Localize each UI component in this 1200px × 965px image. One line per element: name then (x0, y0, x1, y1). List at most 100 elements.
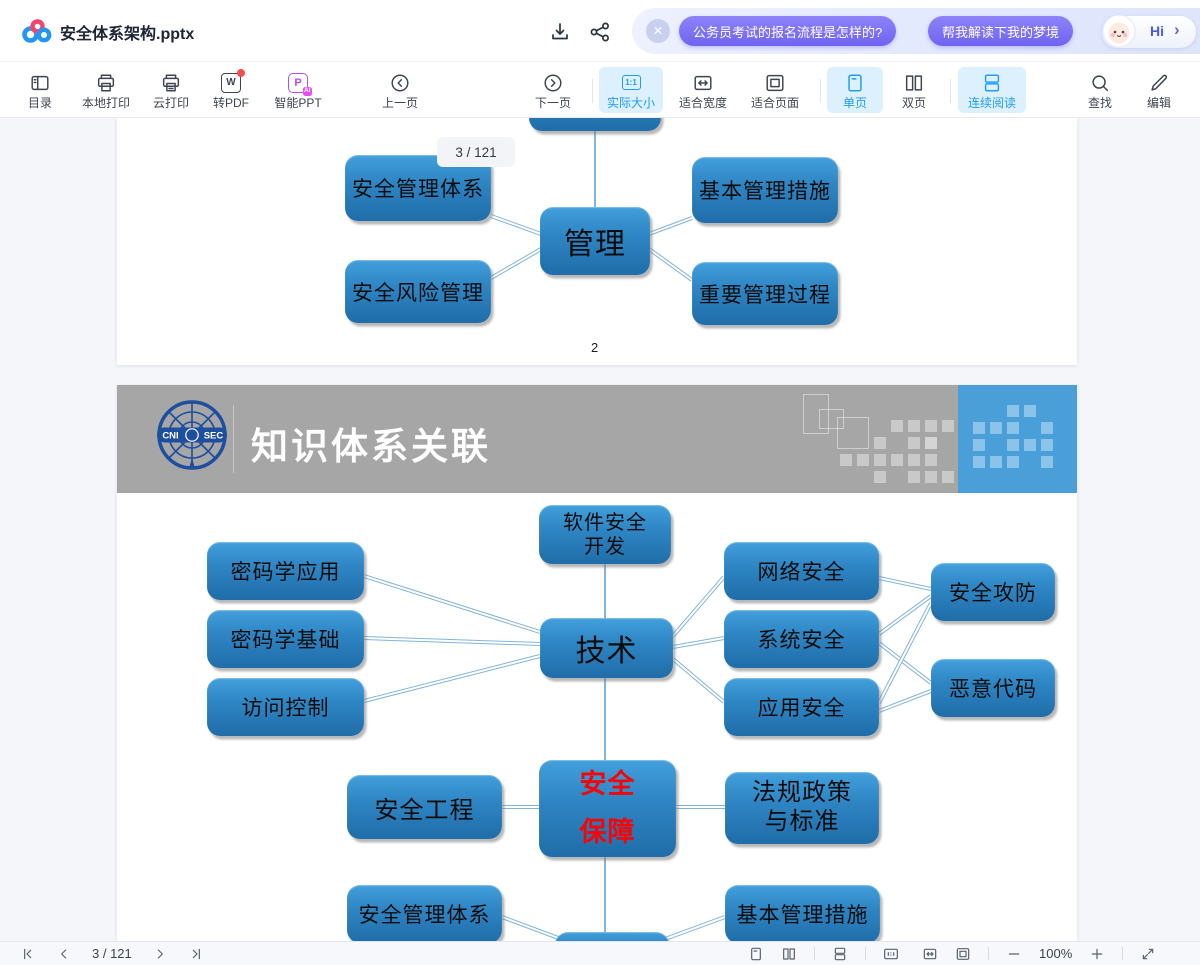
chevron-right-icon: › (1174, 20, 1180, 39)
local-print-button[interactable]: 本地打印 (74, 67, 138, 113)
statusbar: 3 / 121 (0, 941, 1200, 965)
slide-title: 知识体系关联 (251, 426, 491, 467)
node-cryptography-application: 密码学应用 (207, 542, 364, 600)
prev-circle-icon (389, 72, 411, 94)
fit-width-label: 适合宽度 (678, 95, 727, 110)
double-page-view-button[interactable] (781, 946, 797, 962)
banner-decor (819, 409, 844, 429)
fullscreen-button[interactable] (1140, 946, 1156, 962)
double-page-button[interactable]: 双页 (886, 67, 942, 113)
node-malicious-code: 恶意代码 (931, 659, 1055, 717)
next-page-label: 下一页 (534, 95, 571, 110)
find-button[interactable]: 查找 (1072, 67, 1128, 113)
statusbar-divider (865, 947, 866, 960)
double-page-label: 双页 (901, 95, 926, 110)
one-to-one-icon: 1:1 (621, 72, 641, 94)
smart-ppt-button[interactable]: P AI 智能PPT (265, 67, 331, 113)
notification-dot (237, 68, 245, 77)
ai-suggestion-pill-1[interactable]: 公务员考试的报名流程是怎样的? (679, 16, 897, 46)
smart-ppt-icon: P AI (288, 72, 312, 96)
statusbar-page-nav: 3 / 121 (20, 942, 204, 965)
fit-page-button[interactable]: 适合页面 (743, 67, 807, 113)
first-page-button[interactable] (20, 946, 36, 962)
fit-page-small-button[interactable] (955, 946, 971, 962)
p-badge: P (294, 76, 302, 89)
next-page-arrow-button[interactable] (152, 946, 168, 962)
word-doc-icon: W (221, 68, 245, 94)
node-partial-top (529, 118, 661, 131)
single-page-icon (844, 72, 866, 94)
edit-label: 编辑 (1146, 95, 1171, 110)
search-icon (1089, 72, 1111, 94)
zoom-out-button[interactable] (1006, 946, 1022, 962)
fit-width-small-button[interactable] (922, 946, 938, 962)
continuous-read-label: 连续阅读 (967, 95, 1016, 110)
banner-divider (233, 405, 234, 473)
actual-size-label: 实际大小 (606, 95, 655, 110)
toolbar-divider (592, 79, 593, 103)
banner-blue-block (958, 385, 1077, 493)
node-software-security-dev: 软件安全 开发 (539, 505, 671, 564)
to-pdf-label: 转PDF (212, 95, 249, 110)
slide-page-2: 安全管理体系 基本管理措施 管理 安全风险管理 重要管理过程 2 (117, 118, 1077, 365)
actual-size-small-button[interactable] (883, 946, 905, 962)
titlebar: 安全体系架构.pptx ✕ 公务员考试的报名流程是怎样的? 帮我解读下我的梦境 (0, 0, 1200, 62)
node-application-security: 应用安全 (724, 678, 879, 736)
prev-page-button[interactable]: 上一页 (368, 67, 432, 113)
toc-button[interactable]: 目录 (10, 67, 70, 113)
close-icon[interactable]: ✕ (646, 19, 670, 43)
single-page-label: 单页 (842, 95, 867, 110)
double-page-icon (903, 72, 925, 94)
node-security-assurance: 安全 保障 (539, 760, 676, 857)
edit-button[interactable]: 编辑 (1131, 67, 1187, 113)
share-button[interactable] (588, 20, 612, 44)
prev-page-label: 上一页 (381, 95, 418, 110)
toolbar-divider (950, 79, 951, 103)
slide1-connectors (489, 131, 694, 282)
node-access-control: 访问控制 (207, 678, 364, 736)
prev-page-arrow-button[interactable] (56, 946, 72, 962)
w-badge: W (221, 72, 241, 93)
continuous-read-button[interactable]: 连续阅读 (958, 67, 1026, 113)
local-print-label: 本地打印 (81, 95, 130, 110)
single-page-view-button[interactable] (748, 946, 764, 962)
ai-assistant-panel: ✕ 公务员考试的报名流程是怎样的? 帮我解读下我的梦境 Hi › (632, 8, 1200, 54)
actual-size-button[interactable]: 1:1 实际大小 (599, 67, 663, 113)
ai-suggestion-pill-2[interactable]: 帮我解读下我的梦境 (928, 16, 1074, 46)
cnitsec-logo: CNI SEC (157, 400, 227, 470)
fit-width-button[interactable]: 适合宽度 (671, 67, 735, 113)
node-system-security: 系统安全 (724, 610, 879, 668)
fit-page-label: 适合页面 (750, 95, 799, 110)
next-page-button[interactable]: 下一页 (521, 67, 585, 113)
single-page-button[interactable]: 单页 (827, 67, 883, 113)
svg-text:SEC: SEC (204, 431, 224, 442)
document-title: 安全体系架构.pptx (60, 26, 195, 43)
page-number-input[interactable]: 3 / 121 (437, 137, 515, 167)
download-button[interactable] (548, 20, 572, 44)
banner-decor (837, 417, 869, 449)
ai-badge: AI (302, 86, 312, 96)
node-technology: 技术 (540, 618, 673, 678)
cloud-print-button[interactable]: 云打印 (141, 67, 201, 113)
zoom-in-button[interactable] (1089, 946, 1105, 962)
statusbar-divider (988, 947, 989, 960)
to-pdf-button[interactable]: W 转PDF (201, 67, 261, 113)
continuous-view-button[interactable] (832, 946, 848, 962)
toc-icon (29, 72, 51, 94)
node-attack-defense: 安全攻防 (931, 563, 1055, 621)
last-page-button[interactable] (188, 946, 204, 962)
fit-page-icon (764, 72, 786, 94)
banner-mosaic-gray (891, 420, 903, 432)
banner-decor (803, 394, 829, 434)
node-regulations-standards: 法规政策 与标准 (725, 772, 879, 844)
svg-text:CNI: CNI (162, 431, 178, 442)
node-management: 管理 (540, 207, 650, 275)
document-viewport[interactable]: 安全管理体系 基本管理措施 管理 安全风险管理 重要管理过程 2 (0, 118, 1200, 941)
toc-label: 目录 (27, 95, 52, 110)
assistant-entry[interactable]: Hi › (1102, 14, 1196, 48)
zoom-level[interactable]: 100% (1039, 946, 1073, 961)
cloud-print-label: 云打印 (152, 95, 189, 110)
toolbar-divider (820, 79, 821, 103)
node-important-mgmt-process: 重要管理过程 (692, 262, 838, 325)
